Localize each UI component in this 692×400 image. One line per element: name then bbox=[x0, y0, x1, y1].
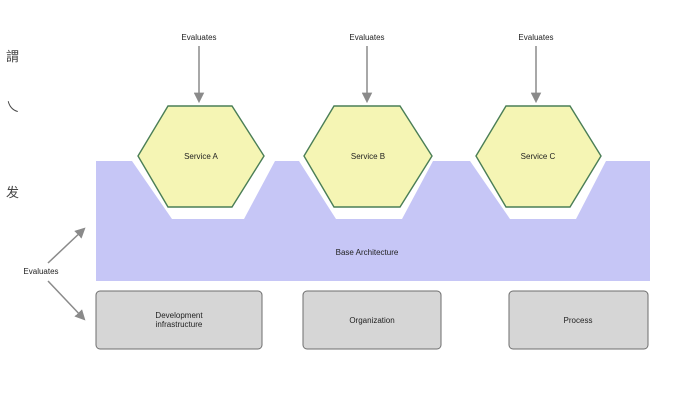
development-label-line1: Development bbox=[155, 311, 203, 320]
base-architecture-label: Base Architecture bbox=[336, 248, 399, 257]
service-a-hexagon[interactable] bbox=[137, 105, 265, 208]
evaluates-label-b: Evaluates bbox=[349, 33, 384, 42]
process-label: Process bbox=[564, 316, 593, 325]
service-b-label: Service B bbox=[351, 152, 385, 161]
evaluates-label-c: Evaluates bbox=[518, 33, 553, 42]
organization-box[interactable] bbox=[302, 290, 442, 350]
service-c-hexagon[interactable] bbox=[475, 105, 602, 208]
cut-off-glyph-3: 发 bbox=[6, 186, 20, 201]
service-b-hexagon[interactable] bbox=[303, 105, 433, 208]
cut-off-glyph-2: 乀 bbox=[6, 100, 20, 115]
service-a-label: Service A bbox=[184, 152, 218, 161]
organization-label: Organization bbox=[349, 316, 394, 325]
service-c-label: Service C bbox=[521, 152, 556, 161]
development-label-line2: infrastructure bbox=[156, 320, 203, 329]
process-box[interactable] bbox=[508, 290, 649, 350]
side-evaluates-arrow-down bbox=[47, 280, 86, 321]
cut-off-glyph-1: 謂 bbox=[6, 50, 20, 65]
evaluates-label-a: Evaluates bbox=[181, 33, 216, 42]
side-evaluates-label: Evaluates bbox=[23, 267, 58, 276]
development-infrastructure-box[interactable] bbox=[95, 290, 263, 350]
base-architecture-band bbox=[96, 161, 650, 281]
side-evaluates-arrow-up bbox=[47, 227, 86, 264]
